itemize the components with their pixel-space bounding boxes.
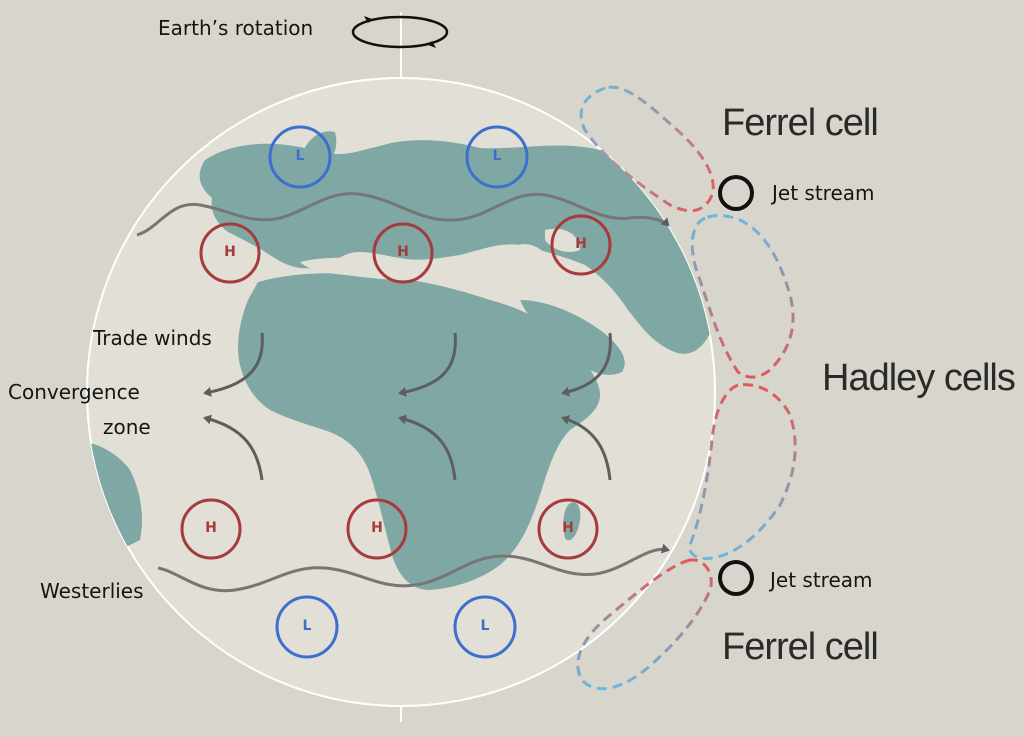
high-pressure-label: H — [371, 520, 383, 536]
jet-stream-top-icon — [718, 175, 754, 211]
westerlies-label: Westerlies — [40, 579, 144, 603]
hadley-cells-label: Hadley cells — [822, 357, 1016, 399]
high-pressure-label: H — [397, 244, 409, 260]
low-pressure-circles — [268, 125, 529, 659]
trade-winds-label: Trade winds — [93, 326, 212, 350]
low-pressure-label: L — [480, 618, 490, 634]
hadley-cell-top-loop — [690, 214, 795, 379]
continents — [87, 131, 715, 590]
high-pressure-circles — [180, 214, 612, 560]
jet-stream-bottom-label: Jet stream — [770, 568, 873, 592]
westerlies-north-wave — [136, 192, 670, 237]
high-pressure-label: H — [575, 236, 587, 252]
high-pressure-label: H — [224, 244, 236, 260]
westerlies-south-wave — [157, 543, 670, 593]
low-pressure-label: L — [492, 148, 502, 164]
jet-stream-bottom-icon — [718, 560, 754, 596]
earth-rotation-label: Earth’s rotation — [158, 16, 314, 40]
ferrel-cell-bottom-label: Ferrel cell — [722, 626, 879, 668]
convergence-zone-label-line2: zone — [103, 415, 151, 439]
trade-wind-arrows — [203, 332, 612, 481]
low-pressure-label: L — [295, 148, 305, 164]
ferrel-cell-top-label: Ferrel cell — [722, 102, 879, 144]
jet-stream-top-label: Jet stream — [772, 181, 875, 205]
earth-rotation-icon — [351, 15, 449, 49]
hadley-cell-bottom-loop — [688, 383, 797, 560]
ferrel-cell-bottom-loop — [576, 558, 713, 691]
ferrel-cell-top-loop — [579, 85, 715, 213]
low-pressure-label: L — [302, 618, 312, 634]
high-pressure-label: H — [205, 520, 217, 536]
high-pressure-label: H — [562, 520, 574, 536]
convergence-zone-label-line1: Convergence — [8, 380, 140, 404]
